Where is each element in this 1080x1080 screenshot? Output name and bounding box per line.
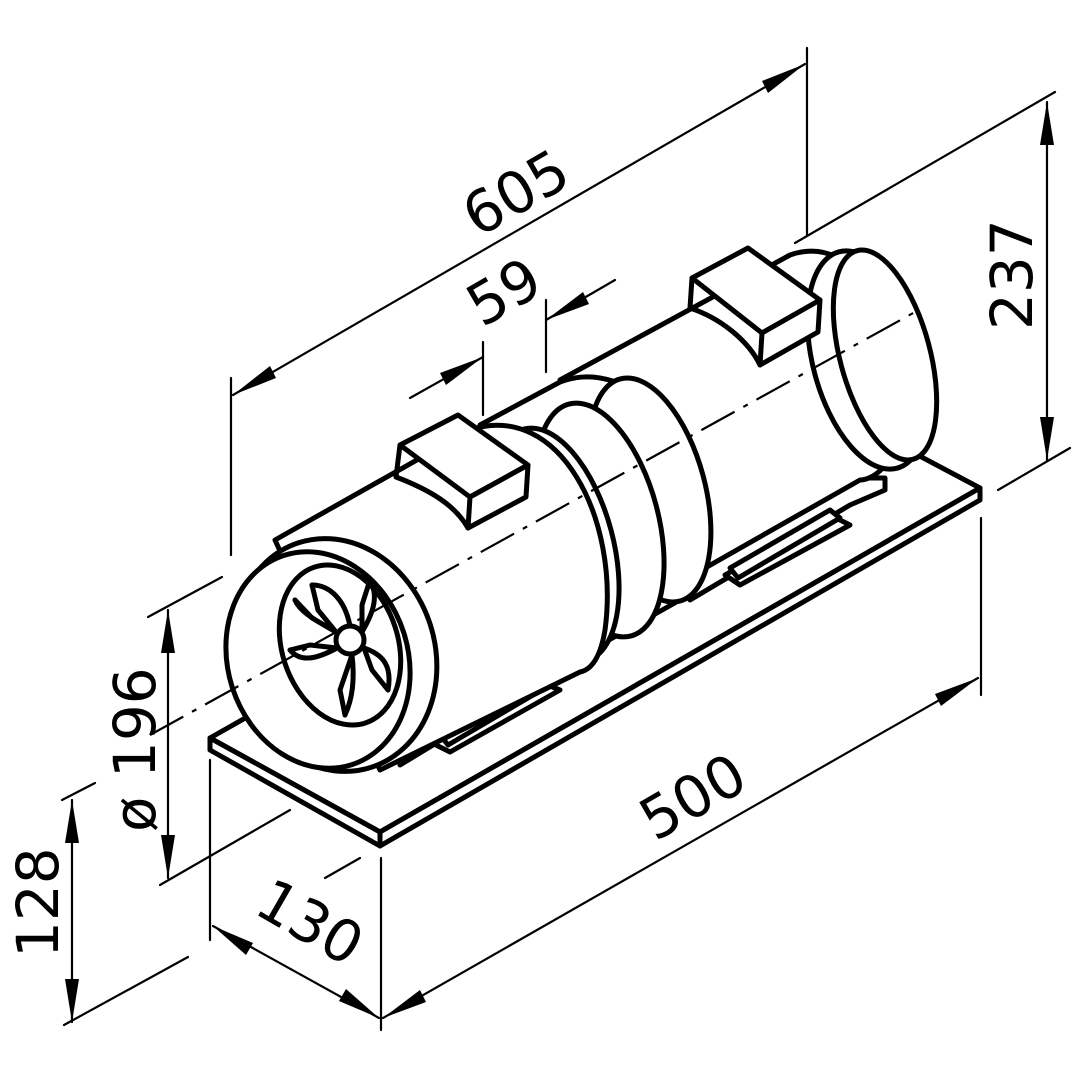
impeller xyxy=(287,577,392,718)
dimension-128: 128 xyxy=(4,781,190,1027)
dimension-130-label: 130 xyxy=(245,865,375,979)
center-axis xyxy=(149,311,916,736)
rear-housing xyxy=(557,247,940,608)
dimension-128-label: 128 xyxy=(4,847,72,958)
dimension-237-label: 237 xyxy=(978,219,1046,330)
dimension-500-label: 500 xyxy=(628,740,758,854)
terminal-box-front xyxy=(393,412,531,531)
terminal-box-rear xyxy=(687,245,823,368)
dimension-237: 237 xyxy=(793,90,1072,492)
dimension-diameter-196-label: ø 196 xyxy=(101,667,169,832)
dimension-diameter-196: ø 196 xyxy=(101,575,292,887)
dimension-605-label: 605 xyxy=(451,136,581,250)
